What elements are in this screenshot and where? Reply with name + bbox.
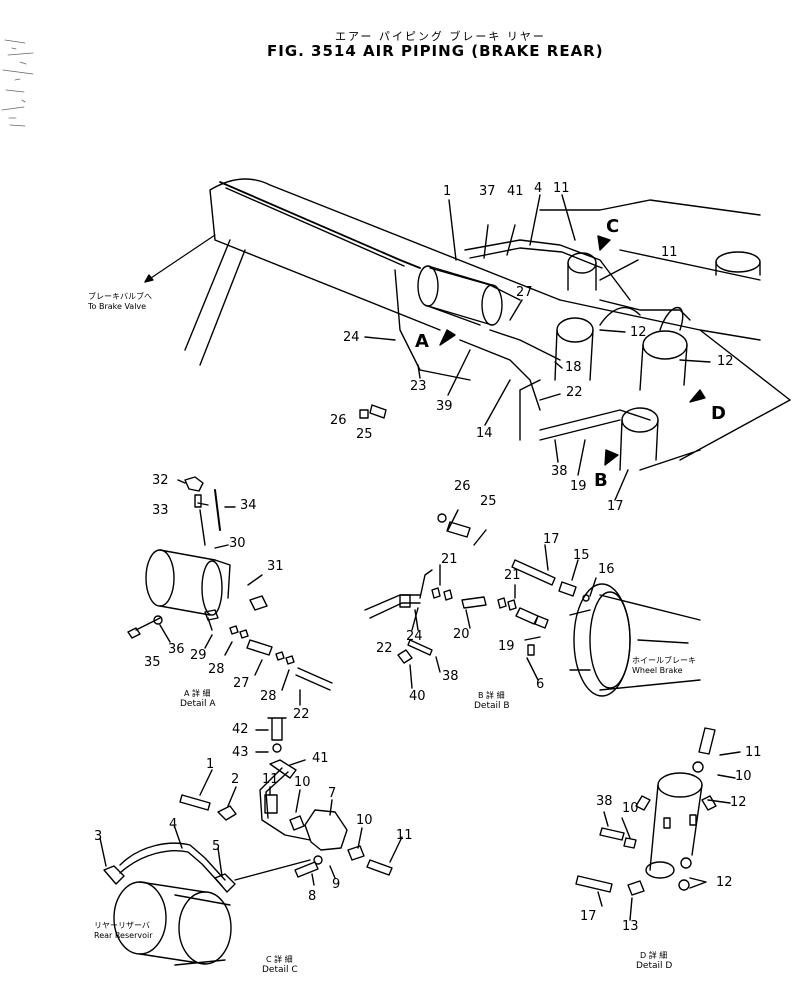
callout: 8 bbox=[308, 889, 317, 904]
callout: 39 bbox=[436, 399, 453, 414]
callout: 10 bbox=[294, 775, 311, 790]
callout: 15 bbox=[573, 548, 590, 563]
brake-valve-note-en: To Brake Valve bbox=[88, 302, 147, 311]
callout: 33 bbox=[152, 503, 169, 518]
callout: 19 bbox=[498, 639, 515, 654]
callout: 41 bbox=[312, 751, 329, 766]
callout: 12 bbox=[717, 354, 734, 369]
detail-d-caption: Detail D bbox=[636, 961, 673, 971]
callout: 11 bbox=[262, 772, 279, 787]
callout: 12 bbox=[730, 795, 747, 810]
rear-reservoir-note-jp: リヤーリザーバ bbox=[94, 921, 150, 930]
wheel-brake-note-en: Wheel Brake bbox=[632, 666, 683, 675]
callout: 37 bbox=[479, 184, 496, 199]
callout: 19 bbox=[570, 479, 587, 494]
callout: 11 bbox=[745, 745, 762, 760]
detail-c-caption-jp: C 詳 細 bbox=[266, 955, 293, 964]
callout: 17 bbox=[580, 909, 597, 924]
callout: 17 bbox=[607, 499, 624, 514]
callout: 26 bbox=[454, 479, 471, 494]
callout: 10 bbox=[356, 813, 373, 828]
callout: 29 bbox=[190, 648, 207, 663]
callout: 7 bbox=[328, 786, 337, 801]
callout: 10 bbox=[622, 801, 639, 816]
callout: 12 bbox=[716, 875, 733, 890]
callout: 4 bbox=[534, 181, 543, 196]
detail-b-caption-jp: B 詳 細 bbox=[478, 691, 505, 700]
callout: 38 bbox=[596, 794, 613, 809]
callout: 35 bbox=[144, 655, 161, 670]
callout: 41 bbox=[507, 184, 524, 199]
callout: 3 bbox=[94, 829, 103, 844]
detail-c bbox=[99, 717, 403, 966]
wheel-brake-note-jp: ホイールブレーキ bbox=[632, 656, 696, 665]
title-japanese: エアー パイピング ブレーキ リヤー bbox=[335, 30, 546, 43]
callout: 38 bbox=[551, 464, 568, 479]
callout: 21 bbox=[504, 568, 521, 583]
view-letter-d: D bbox=[711, 403, 726, 424]
callout: 31 bbox=[267, 559, 284, 574]
callout: 11 bbox=[661, 245, 678, 260]
callout: 30 bbox=[229, 536, 246, 551]
callout: 16 bbox=[598, 562, 615, 577]
callout: 1 bbox=[206, 757, 215, 772]
callout: 24 bbox=[343, 330, 360, 345]
callout: 5 bbox=[212, 839, 221, 854]
callout: 38 bbox=[442, 669, 459, 684]
callout: 23 bbox=[410, 379, 427, 394]
callout: 10 bbox=[735, 769, 752, 784]
callout: 36 bbox=[168, 642, 185, 657]
callout: 27 bbox=[233, 676, 250, 691]
callout: 2 bbox=[231, 772, 240, 787]
callout: 32 bbox=[152, 473, 169, 488]
callout: 21 bbox=[441, 552, 458, 567]
view-letter-b: B bbox=[594, 470, 608, 491]
callout: 43 bbox=[232, 745, 249, 760]
callout: 11 bbox=[553, 181, 570, 196]
callout: 25 bbox=[356, 427, 373, 442]
detail-d bbox=[575, 727, 741, 921]
callout: 34 bbox=[240, 498, 257, 513]
callout: 4 bbox=[169, 817, 178, 832]
figure-title: FIG. 3514 AIR PIPING (BRAKE REAR) bbox=[267, 42, 604, 60]
detail-b bbox=[364, 509, 701, 697]
view-letter-a: A bbox=[415, 331, 429, 352]
detail-c-caption: Detail C bbox=[262, 965, 298, 975]
callout: 12 bbox=[630, 325, 647, 340]
callout: 20 bbox=[453, 627, 470, 642]
main-view bbox=[144, 178, 791, 501]
view-letter-c: C bbox=[606, 216, 620, 237]
callout: 28 bbox=[260, 689, 277, 704]
callout: 13 bbox=[622, 919, 639, 934]
detail-d-caption-jp: D 詳 細 bbox=[640, 951, 668, 960]
callout: 28 bbox=[208, 662, 225, 677]
callout: 42 bbox=[232, 722, 249, 737]
callout: 25 bbox=[480, 494, 497, 509]
callout: 9 bbox=[332, 877, 341, 892]
callout: 26 bbox=[330, 413, 347, 428]
detail-b-caption: Detail B bbox=[474, 701, 510, 711]
callout: 17 bbox=[543, 532, 560, 547]
detail-a bbox=[127, 476, 333, 706]
callout: 11 bbox=[396, 828, 413, 843]
callout: 1 bbox=[443, 184, 452, 199]
callout: 24 bbox=[406, 629, 423, 644]
callout: 27 bbox=[516, 285, 533, 300]
callout: 40 bbox=[409, 689, 426, 704]
callout: 22 bbox=[566, 385, 583, 400]
callout: 18 bbox=[565, 360, 582, 375]
scan-noise bbox=[1, 39, 34, 127]
callout: 14 bbox=[476, 426, 493, 441]
detail-a-caption: Detail A bbox=[180, 699, 216, 709]
callout: 22 bbox=[293, 707, 310, 722]
rear-reservoir-note-en: Rear Reservoir bbox=[94, 931, 153, 940]
callout: 6 bbox=[536, 677, 545, 692]
detail-a-caption-jp: A 詳 細 bbox=[184, 689, 211, 698]
brake-valve-note-jp: ブレーキバルブへ bbox=[88, 292, 152, 301]
callout: 22 bbox=[376, 641, 393, 656]
